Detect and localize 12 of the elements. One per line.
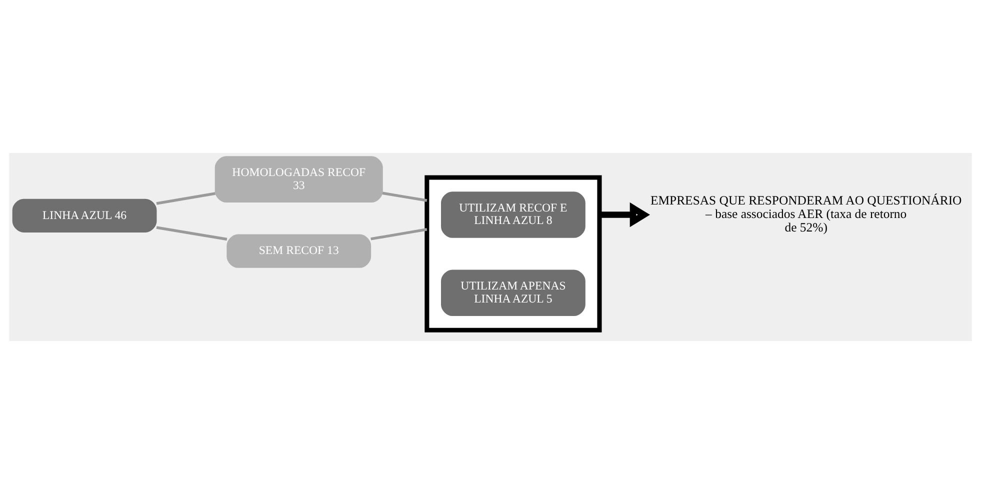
node-box: UTILIZAM RECOF E LINHA AZUL 8	[441, 192, 586, 238]
node-box: SEM RECOF 13	[226, 234, 372, 268]
cluster	[424, 175, 602, 332]
node-box: LINHA AZUL 46	[12, 198, 157, 232]
node-box: UTILIZAM APENAS LINHA AZUL 5	[441, 270, 586, 316]
connector	[370, 228, 428, 240]
arrow	[599, 202, 650, 228]
connector	[382, 192, 428, 202]
node-box: HOMOLOGADAS RECOF 33	[214, 156, 383, 202]
node-text: EMPRESAS QUE RESPONDERAM AO QUESTIONÁRIO – base associados AER (taxa de retorno de 52%)	[650, 193, 962, 235]
connector	[156, 192, 216, 205]
connector	[156, 226, 228, 241]
